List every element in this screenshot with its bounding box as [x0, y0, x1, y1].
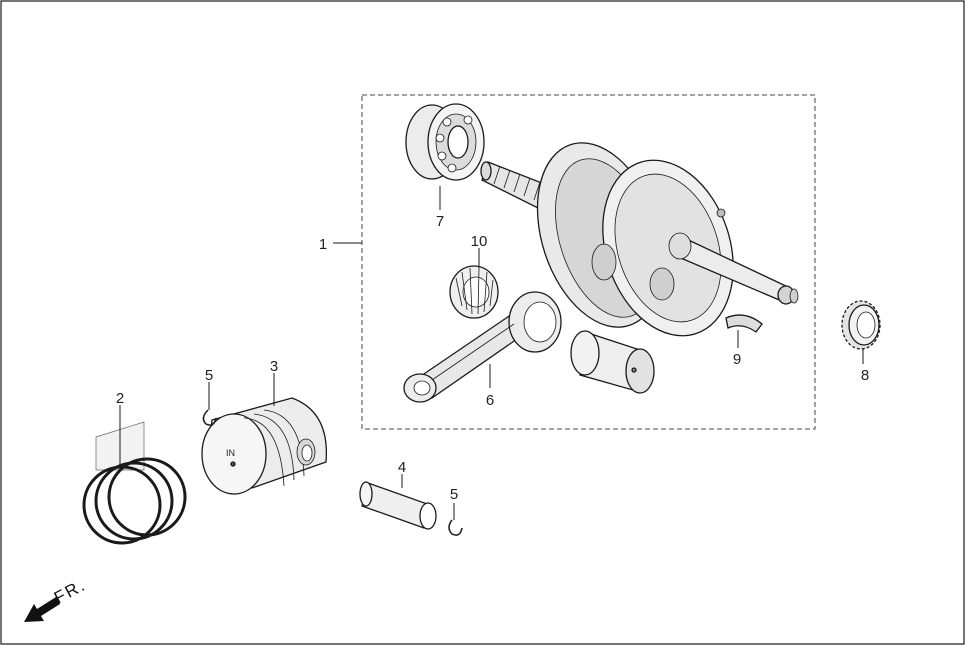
piston-pin-clip-right [448, 519, 463, 536]
needle-bearing [449, 265, 499, 319]
crank-pin [570, 330, 655, 394]
callout-5-right: 5 [450, 486, 458, 503]
piston-pin-clip-left [202, 409, 217, 426]
callout-2: 2 [116, 390, 124, 407]
cam-sprocket [841, 300, 881, 350]
front-arrow-icon [24, 597, 60, 622]
piston-in-mark: IN [226, 448, 235, 458]
callout-1: 1 [319, 236, 327, 253]
callout-7: 7 [436, 213, 444, 230]
callout-9: 9 [733, 351, 741, 368]
crankshaft [480, 142, 799, 337]
woodruff-key [725, 314, 763, 333]
ball-bearing [405, 103, 485, 181]
callout-3: 3 [270, 358, 278, 375]
connecting-rod [403, 291, 562, 403]
callout-5-left: 5 [205, 367, 213, 384]
callout-4: 4 [398, 459, 406, 476]
callout-10: 10 [471, 233, 488, 250]
callout-8: 8 [861, 367, 869, 384]
callout-6: 6 [486, 392, 494, 409]
piston [201, 397, 328, 495]
leader-lines [119, 186, 864, 520]
piston-pin [359, 481, 437, 530]
crankshaft-assembly-box [361, 94, 816, 430]
